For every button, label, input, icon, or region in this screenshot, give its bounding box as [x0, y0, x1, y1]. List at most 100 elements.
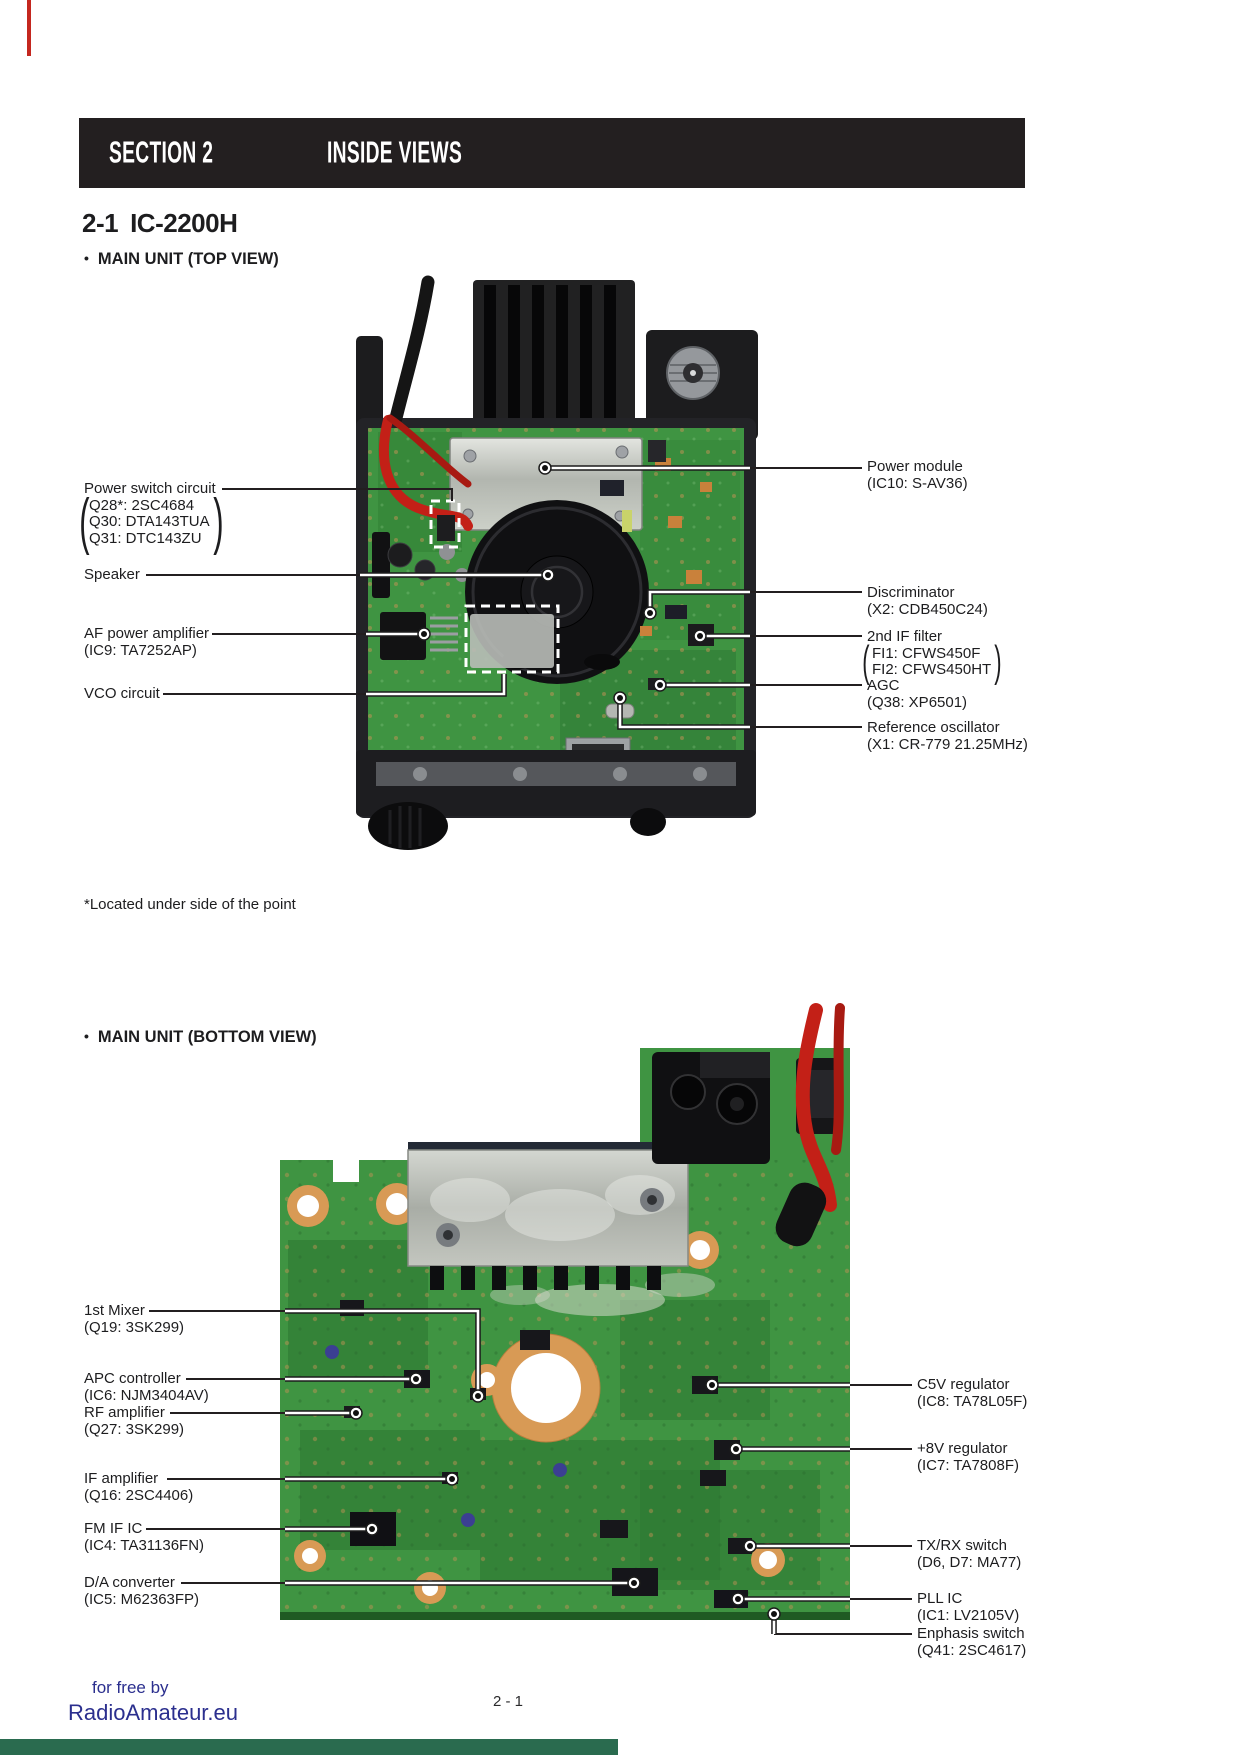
callout-pll-ic: PLL IC (IC1: LV2105V)	[917, 1590, 1020, 1624]
top-view-photo	[146, 275, 862, 850]
bullet-icon: •	[84, 1028, 89, 1044]
power-switch-dashed-box	[429, 499, 461, 549]
watermark-line2: RadioAmateur.eu	[68, 1700, 238, 1725]
leader-dots	[349, 1372, 781, 1621]
model-heading: 2-1 IC-2200H	[82, 208, 238, 239]
callout-title: VCO circuit	[84, 685, 160, 702]
black-cable	[389, 275, 435, 425]
callout-rf-amplifier: RF amplifier (Q27: 3SK299)	[84, 1404, 185, 1438]
bracket-close: )	[994, 636, 1002, 686]
power-module-shield	[449, 437, 643, 531]
callout-title: IF amplifier	[84, 1470, 159, 1487]
callout-title: +8V regulator	[917, 1440, 1008, 1457]
callout-agc: AGC (Q38: XP6501)	[867, 677, 967, 711]
callout-power-module: Power module (IC10: S-AV36)	[867, 458, 968, 492]
callout-title: D/A converter	[84, 1574, 175, 1591]
callout-line: (IC6: NJM3404AV)	[84, 1386, 209, 1404]
ferrite-bead	[775, 1182, 827, 1247]
callout-line: Q31: DTC143ZU	[89, 529, 202, 547]
callout-enphasis-switch: Enphasis switch (Q41: 2SC4617)	[917, 1625, 1027, 1659]
callout-line: Q28*: 2SC4684	[89, 496, 195, 514]
heatsink	[473, 280, 635, 436]
callout-line: (IC4: TA31136FN)	[84, 1536, 205, 1554]
callout-line: (Q16: 2SC4406)	[84, 1486, 194, 1504]
callout-title: C5V regulator	[917, 1376, 1010, 1393]
heading-bottom-view-text: MAIN UNIT (BOTTOM VIEW)	[97, 1028, 317, 1046]
callout-c5v-regulator: C5V regulator (IC8: TA78L05F)	[917, 1376, 1027, 1410]
section-header-bar: SECTION 2 INSIDE VIEWS	[79, 118, 1025, 188]
callout-apc-controller: APC controller (IC6: NJM3404AV)	[84, 1370, 209, 1404]
red-wire	[795, 1003, 837, 1212]
pa-module-shield	[407, 1142, 689, 1290]
section-number: SECTION 2	[109, 134, 214, 170]
callout-8v-regulator: +8V regulator (IC7: TA7808F)	[917, 1440, 1019, 1474]
callout-line: (X1: CR-779 21.25MHz)	[867, 735, 1028, 753]
leader-lines	[146, 1308, 912, 1635]
heading-top-view-text: MAIN UNIT (TOP VIEW)	[97, 250, 279, 268]
callout-title: APC controller	[84, 1370, 181, 1387]
red-wire	[831, 1003, 845, 1155]
callout-line: (IC7: TA7808F)	[917, 1456, 1019, 1474]
power-switch-component	[437, 515, 455, 541]
callout-title: AGC	[867, 677, 900, 694]
callout-line: FI1: CFWS450F	[872, 644, 981, 662]
scan-artifact-red	[27, 0, 31, 56]
board-notch	[333, 1160, 359, 1182]
bracket-open: (	[79, 486, 90, 556]
callout-1st-mixer: 1st Mixer (Q19: 3SK299)	[84, 1302, 185, 1336]
callout-speaker: Speaker	[84, 566, 140, 584]
callout-title: 2nd IF filter	[867, 628, 943, 645]
bottom-view-photo	[146, 1003, 912, 1635]
leader-dots	[417, 461, 707, 705]
callout-line: (IC1: LV2105V)	[917, 1606, 1020, 1624]
callout-line: (Q27: 3SK299)	[84, 1420, 185, 1438]
callout-vco-circuit: VCO circuit	[84, 685, 160, 703]
callout-line: FI2: CFWS450HT	[872, 661, 992, 678]
callout-title: AF power amplifier	[84, 625, 210, 642]
bracket-close: )	[212, 486, 224, 556]
callout-line: (X2: CDB450C24)	[867, 600, 988, 618]
callout-discriminator: Discriminator (X2: CDB450C24)	[867, 584, 988, 618]
callout-title: Discriminator	[867, 584, 955, 601]
callout-title: Reference oscillator	[867, 719, 1000, 736]
callout-line: (IC9: TA7252AP)	[84, 641, 197, 659]
callout-line: (D6, D7: MA77)	[917, 1553, 1022, 1571]
callout-title: PLL IC	[917, 1590, 963, 1607]
model-heading-name: IC-2200H	[130, 208, 238, 238]
vco-dashed-box	[464, 604, 560, 674]
callout-da-converter: D/A converter (IC5: M62363FP)	[84, 1574, 200, 1608]
heading-top-view: •MAIN UNIT (TOP VIEW)	[84, 250, 279, 269]
antenna-connector	[666, 346, 720, 400]
callout-title: FM IF IC	[84, 1520, 143, 1537]
callout-title: Power switch circuit	[84, 480, 216, 497]
callout-line: (IC10: S-AV36)	[867, 474, 968, 492]
tuning-knob	[368, 802, 448, 850]
leader-lines	[146, 461, 862, 730]
callout-title: Power module	[867, 458, 963, 475]
red-wire	[386, 414, 472, 488]
audio-jacks	[652, 1052, 770, 1164]
heading-bottom-view: • MAIN UNIT (BOTTOM VIEW)	[84, 1028, 317, 1047]
small-knob	[630, 808, 666, 836]
callout-line: Q30: DTA143TUA	[89, 513, 210, 530]
callout-2nd-if-filter: 2nd IF filter ( FI1: CFWS450F FI2: CFWS4…	[862, 628, 1004, 686]
callout-af-power-amplifier: AF power amplifier (IC9: TA7252AP)	[84, 625, 210, 659]
footnote: *Located under side of the point	[84, 896, 296, 913]
callout-title: Enphasis switch	[917, 1625, 1025, 1642]
watermark-line1: for free by	[92, 1678, 169, 1697]
callout-line: (IC5: M62363FP)	[84, 1590, 200, 1608]
section-title: INSIDE VIEWS	[327, 134, 463, 170]
front-panel	[356, 750, 756, 850]
callout-title: Speaker	[84, 566, 140, 583]
bracket-open: (	[862, 636, 870, 686]
callout-line: (Q19: 3SK299)	[84, 1318, 185, 1336]
callout-fm-if-ic: FM IF IC (IC4: TA31136FN)	[84, 1520, 205, 1554]
page-number: 2 - 1	[493, 1693, 524, 1710]
callout-if-amplifier: IF amplifier (Q16: 2SC4406)	[84, 1470, 194, 1504]
callout-line: (Q41: 2SC4617)	[917, 1641, 1027, 1659]
bottom-green-bar	[0, 1739, 618, 1755]
vco-shield-patch	[470, 614, 554, 668]
model-heading-number: 2-1	[82, 208, 119, 238]
callout-power-switch-circuit: Power switch circuit ( Q28*: 2SC4684 Q30…	[79, 480, 224, 556]
